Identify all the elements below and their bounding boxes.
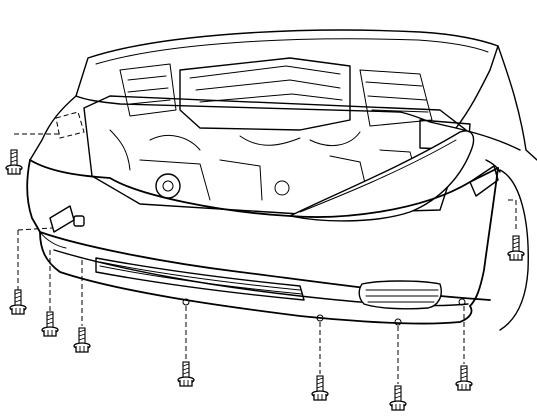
engine-detail-right [359, 69, 433, 127]
leader-lines [14, 133, 517, 384]
hood-inner-edge [95, 38, 489, 65]
car-body [29, 29, 537, 161]
clip-hole [182, 298, 190, 306]
clip-hole [316, 314, 324, 322]
bumper-right-edge [469, 167, 499, 307]
bay-lower-detail [139, 149, 421, 201]
hoses [109, 129, 361, 171]
bolt-icon [507, 235, 525, 261]
hood-outline [75, 29, 499, 129]
bolt-icon [311, 375, 329, 401]
clip-hole [458, 298, 466, 306]
right-fender [497, 45, 537, 161]
intake-manifold [189, 65, 343, 103]
bolt-icon [177, 361, 195, 387]
left-fog-light [39, 231, 67, 249]
bolt-icon [41, 311, 59, 337]
lower-grille [95, 257, 305, 301]
pulley [155, 173, 181, 199]
headlights [289, 130, 475, 222]
engine-block [179, 57, 351, 131]
right-side-bracket [469, 165, 499, 197]
left-headlight-dashed [55, 111, 85, 139]
right-tire [499, 169, 529, 331]
bolt-icon [9, 289, 27, 315]
bolt-icon [389, 385, 407, 411]
pulley-hub [162, 180, 174, 192]
right-fender-curve [455, 127, 521, 151]
engine-bay [55, 57, 471, 215]
bumper-upper-edge [29, 159, 499, 218]
bolt-icon [455, 365, 473, 391]
horn [274, 180, 290, 196]
bolt-icon [5, 149, 23, 175]
bolt-icon [73, 327, 91, 353]
right-fog-light-slats [365, 289, 439, 303]
engine-detail-left [119, 63, 177, 117]
right-headlight [289, 130, 475, 222]
right-headlight-inner [299, 139, 457, 213]
front-bumper [26, 159, 529, 331]
bumper-lower-lip [39, 231, 473, 325]
clip-hole [394, 318, 402, 326]
right-wheel-arch [485, 159, 501, 173]
right-fog-light [358, 280, 442, 310]
left-side-bracket [49, 205, 75, 233]
left-fender [29, 95, 77, 161]
lower-grille-slats [99, 261, 303, 295]
leader-line [508, 199, 517, 232]
tow-hook-cover [73, 215, 85, 227]
leader-line [17, 227, 53, 231]
